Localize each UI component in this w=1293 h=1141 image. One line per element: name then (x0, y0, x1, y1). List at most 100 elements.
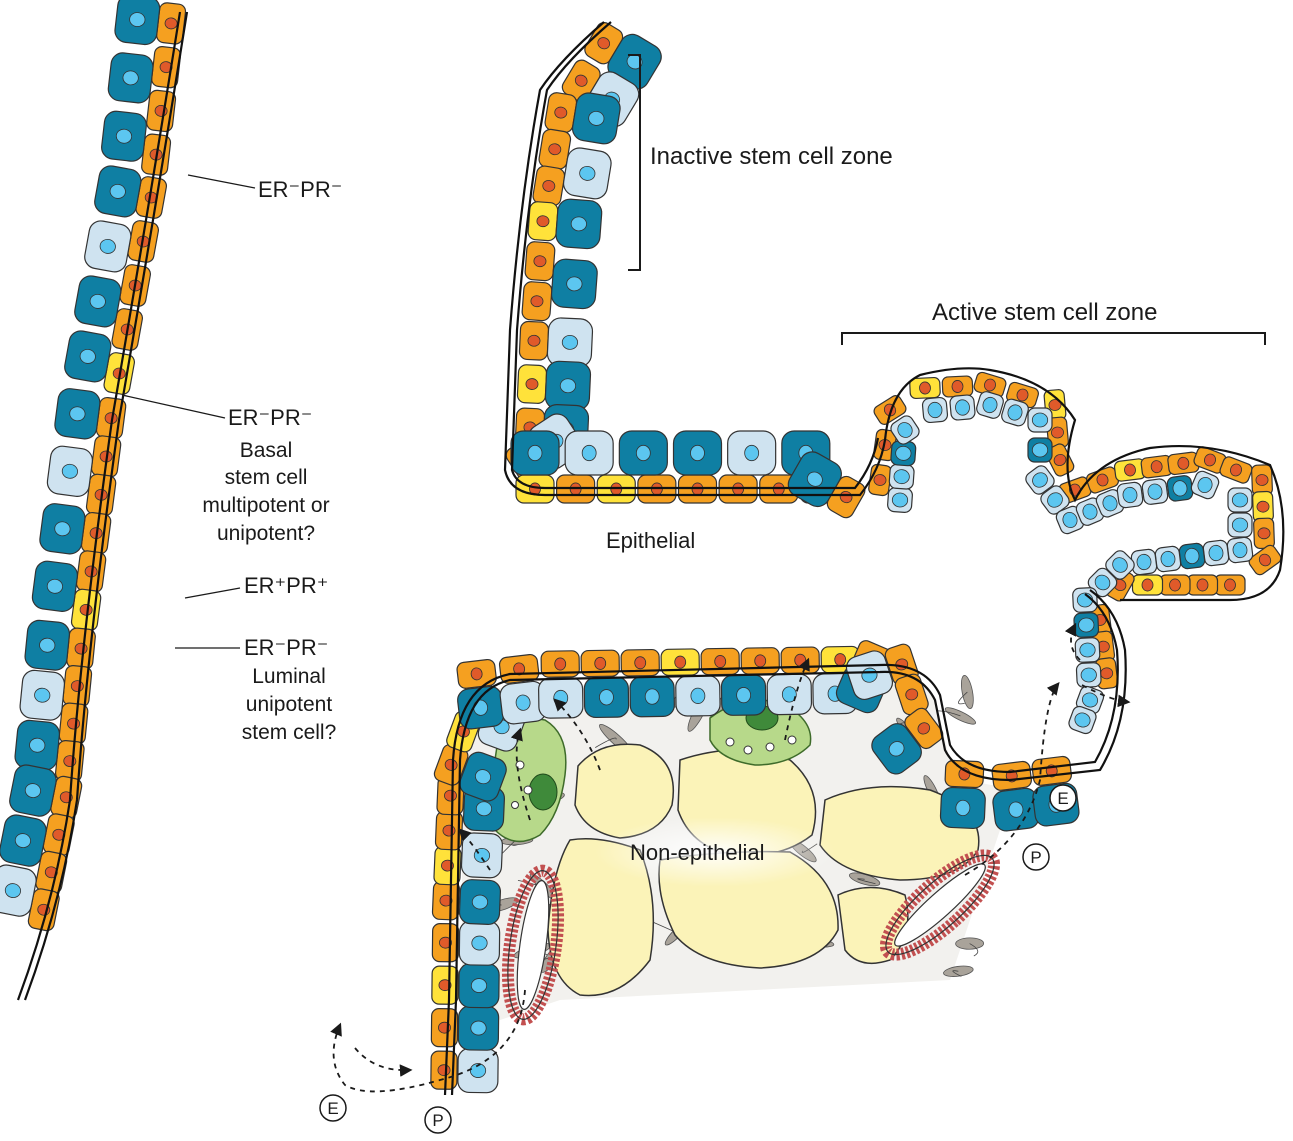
label-active-zone: Active stem cell zone (932, 299, 1157, 326)
myoepithelial-cell (1028, 408, 1052, 432)
luminal-cell (522, 281, 553, 321)
myoepithelial-cell (511, 431, 559, 475)
myoepithelial-cell (619, 431, 667, 475)
luminal-cell (1133, 575, 1163, 595)
label-basal-line2: stem cell (225, 466, 308, 489)
leader-line (188, 175, 255, 188)
svg-text:E: E (1057, 789, 1068, 808)
luminal-cell (519, 321, 549, 360)
myoepithelial-cell (676, 676, 721, 717)
luminal-cell (1251, 465, 1272, 496)
myoepithelial-cell (38, 502, 86, 555)
luminal-cell (528, 201, 559, 241)
myoepithelial-cell (887, 487, 913, 513)
myoepithelial-cell (555, 198, 602, 249)
luminal-cell (991, 761, 1032, 792)
myoepithelial-cell (1131, 549, 1158, 576)
myoepithelial-cell (19, 669, 66, 721)
myoepithelial-cell (940, 787, 986, 829)
myoepithelial-cell (459, 963, 500, 1007)
luminal-cell (741, 648, 779, 675)
myoepithelial-cell (1142, 478, 1169, 505)
luminal-cell (1252, 491, 1273, 522)
myoepithelial-cell (545, 361, 591, 411)
label-luminal-line3: stem cell? (242, 721, 337, 744)
myoepithelial-cell (461, 833, 503, 879)
myoepithelial-cell (1227, 537, 1254, 564)
myoepithelial-cell (728, 431, 776, 475)
myoepithelial-cell (14, 719, 61, 771)
label-basal-line4: unipotent? (217, 522, 315, 545)
label-inactive-zone: Inactive stem cell zone (650, 143, 893, 170)
label-er-pr-positive: ER⁺PR⁺ (244, 573, 328, 598)
fibroblast-cell (956, 938, 984, 950)
luminal-cell (532, 165, 566, 207)
myoepithelial-cell (1179, 543, 1206, 570)
luminal-cell (661, 649, 699, 676)
myoepithelial-cell (100, 110, 147, 162)
label-er-pr-negative-2: ER⁻PR⁻ (228, 405, 312, 430)
myoepithelial-cell (1189, 469, 1221, 501)
svg-text:P: P (432, 1111, 443, 1130)
luminal-cell (1160, 575, 1190, 595)
myoepithelial-cell (1074, 612, 1099, 637)
myoepithelial-cell (93, 164, 143, 219)
myoepithelial-cell (562, 146, 613, 200)
myoepithelial-cell (538, 678, 583, 719)
active-zone-bracket (842, 333, 1265, 345)
myoepithelial-cell (1167, 475, 1194, 502)
myoepithelial-cell (1076, 662, 1101, 687)
myoepithelial-cell (458, 1048, 499, 1092)
myoepithelial-cell (459, 879, 501, 925)
myoepithelial-cell (107, 52, 154, 104)
luminal-cell (525, 241, 556, 281)
myoepithelial-cell (8, 763, 59, 818)
myoepithelial-cell (565, 431, 613, 475)
luminal-cell (1188, 575, 1218, 595)
myoepithelial-cell (458, 1006, 499, 1050)
myoepithelial-cell (83, 219, 133, 274)
luminal-cell (456, 659, 497, 689)
label-luminal-line1: Luminal (252, 665, 326, 688)
svg-text:E: E (327, 1099, 338, 1118)
myoepithelial-cell (721, 675, 766, 716)
arrow-to-luminal-small (355, 1048, 410, 1070)
myoepithelial-cell (63, 329, 113, 384)
luminal-cell (517, 364, 547, 403)
myoepithelial-cell (1228, 513, 1252, 537)
luminal-cell (701, 648, 739, 675)
luminal-cell (432, 924, 458, 962)
luminal-cell (1215, 575, 1245, 595)
myoepithelial-cell (551, 258, 598, 309)
myoepithelial-cell (24, 619, 71, 671)
myoepithelial-cell (1028, 438, 1052, 462)
myoepithelial-cell (674, 431, 722, 475)
label-basal-line1: Basal (240, 439, 293, 462)
myoepithelial-cell (1155, 546, 1182, 573)
label-er-pr-negative-3: ER⁻PR⁻ (244, 635, 328, 660)
marker-p-lower-left: P (425, 1107, 451, 1133)
luminal-cell (1031, 756, 1072, 787)
luminal-cell (432, 881, 460, 920)
myoepithelial-cell (1203, 540, 1230, 567)
luminal-cell (781, 647, 819, 674)
label-epithelial: Epithelial (606, 528, 695, 553)
myoepithelial-cell (571, 91, 622, 145)
myoepithelial-cell (456, 685, 504, 730)
marker-e-lower-left: E (320, 1095, 346, 1121)
myoepithelial-cell (114, 0, 161, 46)
luminal-cell (1253, 518, 1274, 549)
myoepithelial-cell (949, 394, 975, 420)
myoepithelial-cell (889, 464, 915, 490)
upper-duct-cells (503, 20, 867, 521)
label-luminal-line2: unipotent (246, 693, 333, 716)
luminal-cell (432, 966, 458, 1004)
myoepithelial-cell (53, 387, 101, 440)
myoepithelial-cell (584, 677, 629, 718)
myoepithelial-cell (767, 674, 812, 715)
myoepithelial-cell (1117, 482, 1144, 509)
myoepithelial-cell (459, 921, 500, 965)
myoepithelial-cell (630, 676, 675, 717)
